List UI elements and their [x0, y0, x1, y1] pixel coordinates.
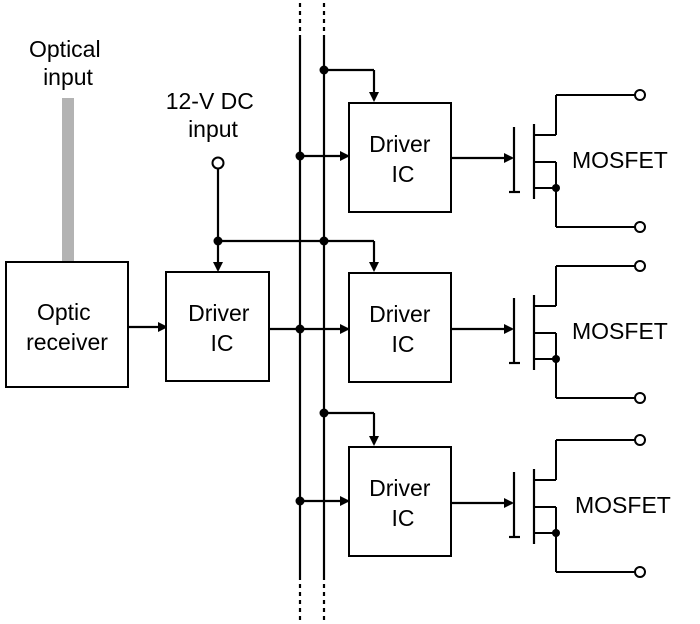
- svg-text:Driver IC: Driver IC: [369, 131, 437, 187]
- optical-fiber: [62, 98, 74, 264]
- svg-text:Optic receiver: Optic receiver: [26, 299, 108, 355]
- stage-1-driver-ic: [348, 102, 452, 213]
- driver-stage-3: Driver IC MOSFET: [295, 408, 671, 578]
- stage-2-driver-ic: [348, 272, 452, 383]
- dc-input-label: 12-V DC input: [166, 88, 261, 142]
- main-driver-ic-block: Driver IC: [165, 271, 270, 382]
- svg-text:Driver IC: Driver IC: [188, 300, 256, 356]
- stage-3-mosfet-symbol: [509, 434, 646, 578]
- optical-input-label: Optical input: [29, 36, 107, 90]
- dc-input-terminal: [211, 156, 225, 170]
- stage-1-mosfet-label: MOSFET: [572, 147, 668, 173]
- optic-receiver-block: Optic receiver: [5, 261, 129, 388]
- stage-2-mosfet-label: MOSFET: [572, 318, 668, 344]
- svg-text:Driver IC: Driver IC: [369, 301, 437, 357]
- driver-stage-1: Driver IC MOSFET: [295, 65, 668, 233]
- stage-3-mosfet-label: MOSFET: [575, 492, 671, 518]
- stage-3-driver-ic: [348, 446, 452, 557]
- stage-1-mosfet-symbol: [509, 89, 646, 233]
- stage-2-mosfet-symbol: [509, 260, 646, 404]
- svg-text:Driver IC: Driver IC: [369, 475, 437, 531]
- driver-stage-2: Driver IC MOSFET: [218, 236, 668, 404]
